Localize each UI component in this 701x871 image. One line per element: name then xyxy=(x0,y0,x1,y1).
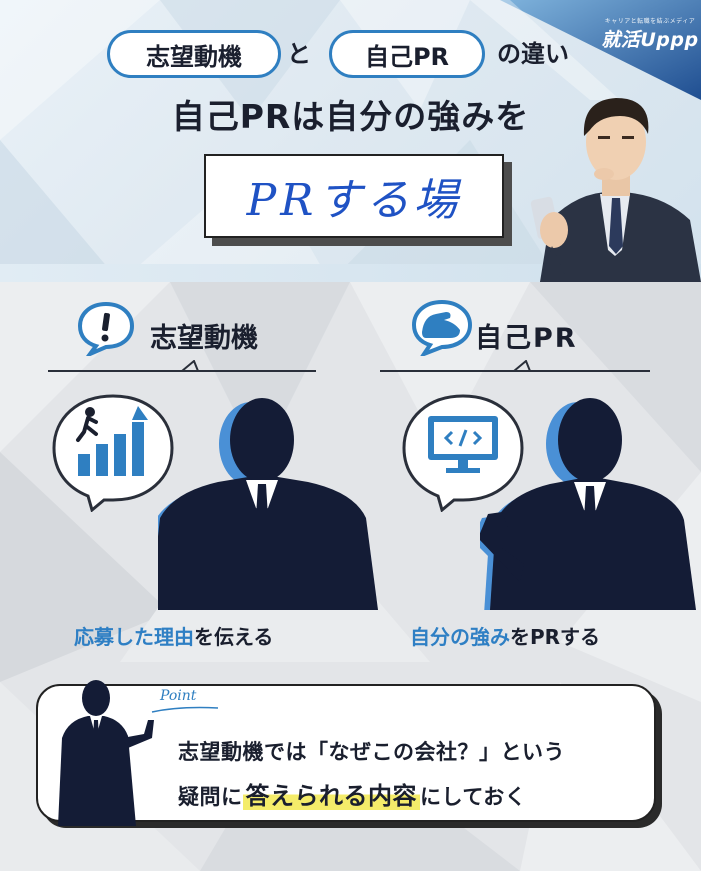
headline: 自己PRは自分の強みを xyxy=(171,97,530,136)
motive-speech-rule-left xyxy=(48,370,198,372)
self-pr-pill: 自己PR xyxy=(329,30,485,78)
brand-tagline: キャリアと転職を結ぶメディア xyxy=(604,18,696,25)
point-text-pre: 疑問に xyxy=(178,785,243,809)
pr-speech-tail xyxy=(513,360,531,372)
motive-section-title: 志望動機 xyxy=(150,323,258,354)
motive-speech-rule-right xyxy=(196,370,316,372)
motive-caption: 応募した理由を伝える xyxy=(74,621,273,650)
header-bottom-stripe xyxy=(0,264,701,282)
motive-caption-rest: を伝える xyxy=(194,625,274,649)
motive-pill: 志望動機 xyxy=(107,30,281,78)
motive-caption-highlight: 応募した理由 xyxy=(74,625,194,649)
motive-businessman-silhouette xyxy=(158,398,378,610)
difference-text: の違い xyxy=(497,40,569,68)
connector-to: と xyxy=(287,40,311,68)
pr-caption-rest: をPRする xyxy=(510,625,601,649)
motive-speech-tail xyxy=(181,360,199,372)
pr-caption: 自分の強みをPRする xyxy=(410,621,600,650)
point-text-highlight: 答えられる内容 xyxy=(242,782,420,810)
point-underline xyxy=(151,706,219,713)
brand-corner-graphic xyxy=(470,0,701,100)
point-box xyxy=(36,684,656,822)
point-text-post: にしておく xyxy=(420,785,527,809)
exclamation-speech-icon xyxy=(77,301,135,356)
pr-speech-rule-left xyxy=(380,370,530,372)
growth-chart-climber-icon xyxy=(76,406,148,476)
businessman-photo xyxy=(530,98,701,282)
flexed-arm-speech-icon xyxy=(411,299,473,356)
boxed-phrase: PRする場 xyxy=(204,154,504,238)
pr-caption-highlight: 自分の強み xyxy=(410,625,510,649)
code-monitor-icon xyxy=(428,416,498,473)
point-label: Point xyxy=(160,688,197,704)
brand-logo-text: 就活Uppp xyxy=(601,29,699,51)
pr-businessman-silhouette xyxy=(480,398,696,610)
point-text-line2: 疑問に答えられる内容にしておく xyxy=(178,776,526,811)
pointing-businessman-silhouette xyxy=(58,680,154,826)
pr-section-title: 自己PR xyxy=(475,323,578,354)
brand-logo[interactable]: キャリアと転職を結ぶメディア 就活Uppp xyxy=(600,16,700,56)
pr-speech-rule-right xyxy=(528,370,650,372)
point-text-line1: 志望動機では「なぜこの会社？」という xyxy=(178,740,565,764)
